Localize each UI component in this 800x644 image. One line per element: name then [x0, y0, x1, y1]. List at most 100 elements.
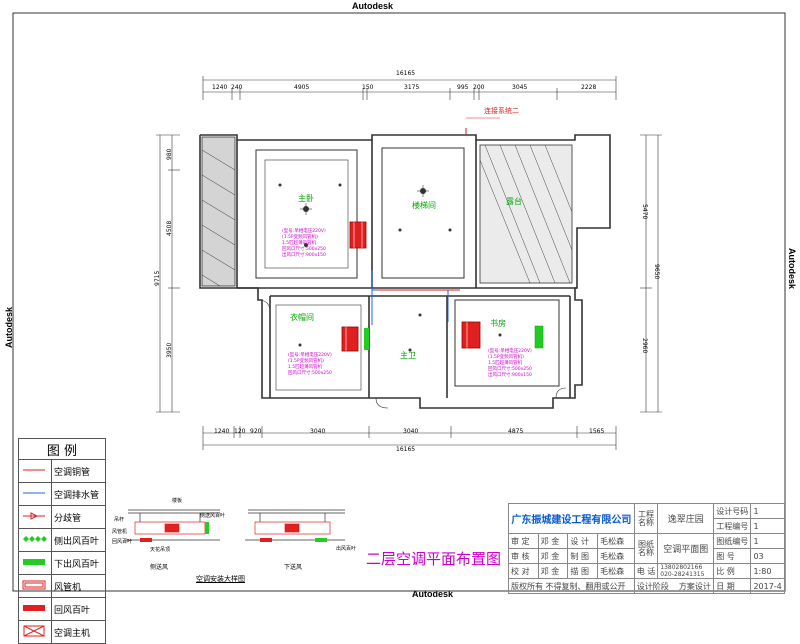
- tb-cell: 审 核: [508, 548, 539, 564]
- title-block: 广东振城建设工程有限公司 工程名称 逸翠庄园 设计号码 1 工程编号 1 审 定…: [508, 503, 785, 594]
- dim-left-seg-3: 3950: [166, 342, 173, 358]
- walls: [199, 134, 611, 409]
- svg-text:1.5匹超薄风管机: 1.5匹超薄风管机: [282, 239, 317, 246]
- legend-label: 分歧管: [51, 505, 106, 529]
- door-swings: [257, 299, 567, 409]
- dim-top-total: 16165: [396, 70, 416, 77]
- legend-row: 空调铜管: [18, 459, 106, 483]
- install-label-rod: 吊杆: [114, 517, 125, 523]
- tb-cell: 设 计: [567, 533, 599, 549]
- legend-label: 侧出风百叶: [51, 528, 106, 552]
- down-outlet-louver-icon: [23, 558, 45, 565]
- dim-bottom-seg-0: 1240: [214, 428, 230, 435]
- install-caption-side: 侧送风: [150, 564, 169, 571]
- right-value-5: 2017-4: [750, 578, 785, 594]
- svg-text:出风口尺寸:900x150: 出风口尺寸:900x150: [282, 251, 326, 258]
- dim-top-seg-4: 3175: [404, 84, 420, 91]
- install-label-unit: 风管机: [112, 529, 128, 535]
- project-label: 工程名称: [633, 503, 659, 534]
- green-louver-study: [534, 325, 544, 349]
- duct-unit-master: [349, 221, 367, 249]
- right-value-0: 1: [750, 503, 785, 519]
- cloak-ceiling: [275, 304, 362, 391]
- stair-ceiling: [381, 147, 465, 279]
- legend-label: 风管机: [51, 574, 106, 598]
- right-label-4: 比 例: [713, 563, 752, 579]
- legend-row: 侧出风百叶: [18, 528, 106, 552]
- stage-cell: 设计阶段 方案设计: [633, 578, 715, 594]
- project-name: 逸翠庄园: [657, 503, 715, 534]
- right-label-0: 设计号码: [713, 503, 752, 519]
- link-system-label: 连接系统二: [484, 107, 519, 115]
- install-side: [125, 509, 220, 542]
- company-name: 广东振城建设工程有限公司: [508, 503, 635, 534]
- svg-text:(1.5P变频风管机): (1.5P变频风管机): [288, 357, 324, 364]
- dim-top-seg-0: 1240: [212, 84, 228, 91]
- study-ceiling: [454, 299, 560, 387]
- tb-cell: 校 对: [508, 563, 539, 579]
- phone-numbers: 13802802166 020-28241315: [657, 563, 715, 579]
- return-louver-icon: [23, 604, 45, 611]
- legend-label: 空调铜管: [51, 459, 106, 483]
- right-label-2: 图纸编号: [713, 533, 752, 549]
- hatch-balcony-left: [201, 136, 236, 287]
- drawing-title: 二层空调平面布置图: [366, 550, 502, 568]
- bottom-dimension-lines: [202, 426, 617, 450]
- duct-unit-cloak: [341, 326, 359, 352]
- install-label-slab: 楼板: [172, 498, 183, 504]
- svg-text:(1.5P变频风管机): (1.5P变频风管机): [282, 233, 318, 240]
- dim-top-seg-8: 2228: [581, 84, 597, 91]
- watermark-bottom: Autodesk: [412, 589, 454, 599]
- legend: 图 例 空调铜管 空调排水管 分歧管 侧出风百叶 下出风百叶 风管机 回风百叶 …: [18, 438, 106, 644]
- right-value-1: 1: [750, 518, 785, 534]
- legend-label: 空调主机: [51, 620, 106, 644]
- install-caption: 空调安装大样图: [196, 575, 245, 583]
- room-stair: 楼梯间: [412, 201, 436, 210]
- copyright: 版权所有 不得复制、翻用或公开: [508, 578, 635, 594]
- light-crosses: [300, 185, 429, 215]
- dim-bottom-total: 16165: [396, 446, 416, 453]
- dim-top-seg-6: 200: [473, 84, 485, 91]
- legend-label: 回风百叶: [51, 597, 106, 621]
- phone-1: 13802802166: [660, 564, 703, 571]
- master-ceiling-outer: [255, 149, 358, 279]
- svg-text:(型号:单相电压220V): (型号:单相电压220V): [288, 351, 332, 358]
- dim-left-seg-2: 9715: [154, 270, 161, 286]
- dim-right-seg-0: 5470: [641, 204, 648, 220]
- dim-right-seg-1: 9650: [653, 264, 660, 280]
- svg-text:出风口尺寸:900x150: 出风口尺寸:900x150: [488, 371, 532, 378]
- dim-bottom-seg-5: 4875: [508, 428, 524, 435]
- legend-label: 下出风百叶: [51, 551, 106, 575]
- ac-host-icon: [23, 625, 45, 636]
- dim-left-seg-0: 980: [166, 148, 173, 160]
- right-value-3: 03: [750, 548, 785, 564]
- legend-title: 图 例: [18, 438, 106, 460]
- watermark-top: Autodesk: [352, 1, 394, 11]
- right-value-2: 1: [750, 533, 785, 549]
- dim-bottom-seg-4: 3040: [403, 428, 419, 435]
- dim-top-seg-2: 4905: [294, 84, 310, 91]
- tb-cell: 制 图: [567, 548, 599, 564]
- unit-annotations: (型号:单相电压220V) (1.5P变频风管机) 1.5匹超薄风管机 回风口尺…: [282, 227, 532, 378]
- room-master: 主卧: [298, 194, 314, 203]
- install-detail: [125, 509, 345, 542]
- drawing-label: 图纸名称: [633, 533, 659, 564]
- dim-bottom-seg-6: 1565: [589, 428, 605, 435]
- legend-row: 空调主机: [18, 620, 106, 644]
- legend-row: 下出风百叶: [18, 551, 106, 575]
- sheet-border: [12, 12, 786, 592]
- svg-text:回风口尺寸:500x250: 回风口尺寸:500x250: [282, 245, 326, 252]
- left-dimension-lines: [156, 134, 180, 413]
- stage-label: 设计阶段: [636, 581, 669, 591]
- phone-label: 电 话: [633, 563, 659, 579]
- branch-pipe-icon: [23, 511, 45, 520]
- svg-text:回风口尺寸:500x250: 回风口尺寸:500x250: [288, 369, 332, 376]
- hatch-terrace: [479, 144, 573, 284]
- install-down: [245, 509, 345, 542]
- phone-2: 020-28241315: [660, 571, 705, 578]
- tb-cell: 毛松森: [597, 533, 635, 549]
- green-louver-cloak: [364, 328, 369, 350]
- side-outlet-louver-icon: [23, 535, 47, 542]
- dim-right-seg-2: 2960: [641, 338, 648, 354]
- hatch-lines-terrace: [479, 144, 573, 284]
